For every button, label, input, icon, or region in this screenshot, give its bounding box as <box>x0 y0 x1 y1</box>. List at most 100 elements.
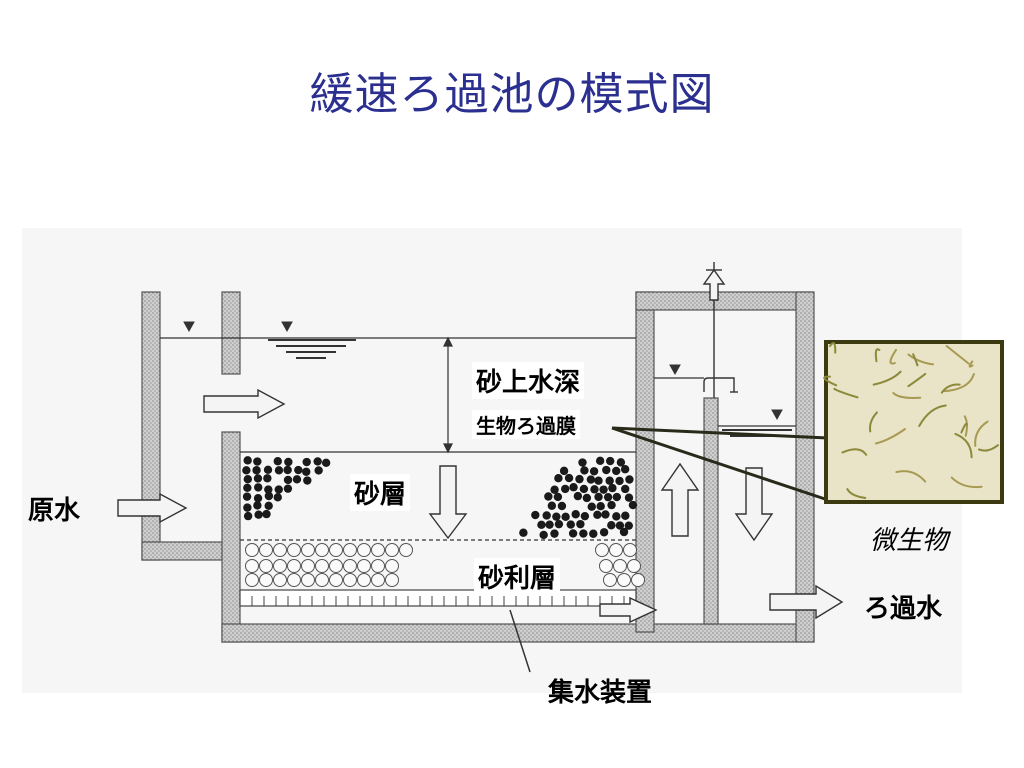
sand-grain <box>554 519 564 529</box>
sand-grain <box>621 511 630 520</box>
sand-grain <box>612 466 621 476</box>
gravel-pebble <box>343 559 357 573</box>
flow-arrows <box>117 268 844 624</box>
water-level-icons <box>183 321 792 437</box>
gravel-pebble <box>371 559 385 573</box>
gravel-pebble <box>259 543 273 557</box>
sand-grain <box>544 492 553 501</box>
gravel-pebble <box>315 543 329 557</box>
sand-grain <box>599 485 608 494</box>
sand-grain <box>575 474 584 484</box>
gravel-pebble <box>287 573 301 587</box>
sand-grain <box>321 458 331 468</box>
underdrain-collector <box>239 589 637 607</box>
gravel-pebble <box>357 559 371 573</box>
sand-grain <box>264 491 274 501</box>
microorganism-strand <box>945 345 970 365</box>
sand-grain <box>594 492 603 502</box>
gravel-pebble <box>273 559 287 573</box>
sand-grain <box>283 484 293 493</box>
gravel-pebble <box>631 573 645 587</box>
sand-grain <box>552 512 561 521</box>
sand-grain <box>274 485 283 494</box>
sand-grain <box>313 457 322 466</box>
sand-grain <box>314 466 323 475</box>
water-surface-lines <box>160 337 796 541</box>
sand-grain <box>263 465 273 475</box>
gravel-pebble <box>329 559 343 573</box>
sand-grain <box>589 529 598 538</box>
gravel-pebble <box>385 559 399 573</box>
sand-grain <box>273 493 282 502</box>
sand-grain <box>615 521 625 530</box>
microorganism-strand <box>833 387 859 399</box>
microorganism-strand <box>974 420 989 447</box>
sand-grain <box>619 527 629 537</box>
gravel-pebble <box>613 559 627 573</box>
sand-grain <box>242 466 251 475</box>
sand-grain <box>599 528 609 537</box>
gravel-pebble <box>287 543 301 557</box>
sand-grain <box>519 528 528 537</box>
gravel-pebble <box>315 573 329 587</box>
sand-grain <box>550 485 559 494</box>
sand-grain <box>605 476 614 485</box>
sand-grain <box>561 512 570 522</box>
microorganism-strand <box>846 488 867 499</box>
gravel-pebble <box>595 543 609 557</box>
sand-grain <box>603 492 613 502</box>
gravel-pebble <box>371 573 385 587</box>
microorganism-strand <box>940 383 961 394</box>
gravel-pebble <box>343 573 357 587</box>
gravel-pebble <box>385 573 399 587</box>
sand-grain <box>628 500 638 510</box>
sand-grain <box>283 475 293 485</box>
sand-grain <box>254 483 263 492</box>
sand-grain <box>303 476 312 485</box>
gravel-pebble <box>599 559 613 573</box>
sand-grain <box>292 475 302 484</box>
sand-grain <box>620 465 630 474</box>
sand-grain <box>573 491 583 501</box>
sand-grain <box>252 466 261 475</box>
sand-grain <box>571 510 580 519</box>
sand-grain <box>569 483 578 492</box>
sand-grain <box>625 475 634 484</box>
sand-grain <box>253 501 262 510</box>
sand-grain <box>242 492 252 501</box>
label-microorganism: 微生物 <box>870 526 949 556</box>
sand-grain <box>608 483 617 493</box>
sand-grain <box>302 457 311 467</box>
sand-grain <box>254 510 263 519</box>
gravel-pebble <box>301 559 315 573</box>
sand-grain <box>243 511 253 521</box>
sand-grain <box>621 484 630 494</box>
microorganism-strand <box>823 375 838 387</box>
sand-grain <box>593 510 602 520</box>
sand-grain <box>253 494 263 503</box>
gravel-pebble <box>399 543 413 557</box>
sand-grain <box>539 530 548 540</box>
sand-grain <box>553 492 563 502</box>
sand-grain <box>612 512 621 521</box>
sand-grain <box>589 467 599 476</box>
gravel-pebble <box>617 573 631 587</box>
gravel-pebble <box>273 543 287 557</box>
sand-grain <box>601 510 610 519</box>
sand-grain <box>262 509 271 519</box>
gravel-pebble <box>245 543 259 557</box>
sand-grain <box>607 500 616 510</box>
microorganism-strand <box>829 342 837 354</box>
figure-background <box>22 228 962 693</box>
sand-grain <box>263 474 272 483</box>
microorganism-strand <box>874 428 906 445</box>
sand-grain <box>587 502 596 511</box>
label-filtered-water: ろ過水 <box>864 594 943 624</box>
sand-grain <box>274 466 284 475</box>
microorganism-strand <box>960 422 968 434</box>
sand-grain <box>554 474 563 483</box>
gravel-pebble <box>357 573 371 587</box>
sand-grain <box>594 476 603 485</box>
sand-grain <box>561 484 570 494</box>
